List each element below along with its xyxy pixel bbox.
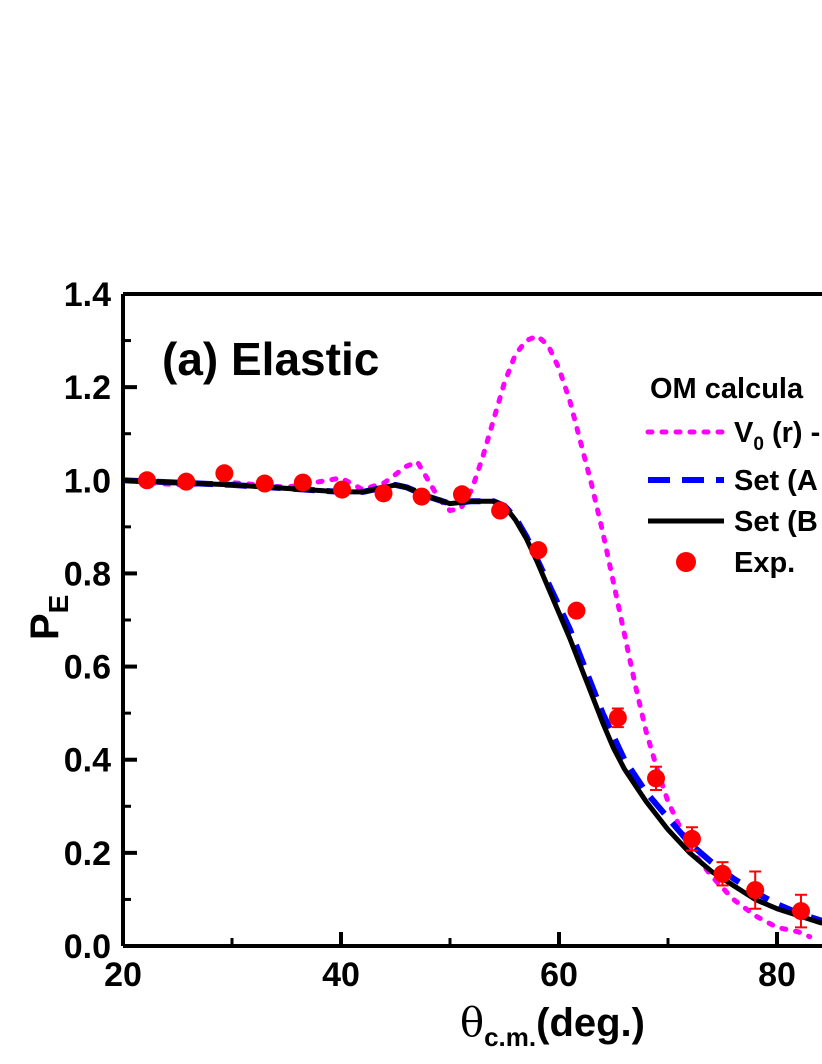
legend-label-v0: V0 (r) - [734,417,820,455]
exp-point [608,708,627,727]
exp-point [293,473,312,492]
series-line-solid [123,477,822,926]
exp-point [412,487,431,506]
exp-point [137,471,156,490]
series-layer [123,333,822,940]
y-tick-label: 1.4 [64,276,111,314]
panel-label: (a) Elastic [162,333,379,385]
y-tick-label: 0.4 [64,742,111,780]
y-tick-label: 0.6 [64,649,111,687]
exp-point [746,881,765,900]
experimental-points [137,464,810,929]
y-tick-label: 0.0 [64,928,111,966]
exp-point [215,464,234,483]
legend-label-set-b: Set (B [734,506,818,538]
x-tick-label: 20 [104,956,142,994]
exp-point [374,484,393,503]
y-axis-title: PE [23,595,74,640]
y-tick-label: 0.8 [64,555,111,593]
legend: OM calcula V0 (r) - Set (A Set (B Exp. [645,373,820,579]
x-tick-label: 60 [540,956,578,994]
exp-point [791,902,810,921]
series-line-dotted [123,333,813,940]
y-tick-label: 1.2 [64,369,111,407]
legend-label-set-a: Set (A [734,465,818,497]
tick-labels: 20 40 60 80 0.0 0.2 0.4 0.6 0.8 1.0 1.2 1.4 [64,276,796,994]
exp-point [713,864,732,883]
exp-point [333,480,352,499]
exp-point [177,472,196,491]
series-line-dashed [123,477,822,924]
legend-title: OM calcula [650,373,804,405]
legend-swatch-marker [676,552,696,572]
axis-ticks [121,292,779,948]
x-axis-title: θc.m.(deg.) [460,1000,645,1052]
legend-label-exp: Exp. [734,547,795,579]
y-tick-label: 0.2 [64,835,111,873]
exp-point [529,541,548,560]
y-tick-label: 1.0 [64,462,111,500]
x-tick-label: 40 [322,956,360,994]
exp-point [255,474,274,493]
exp-point [567,601,586,620]
x-tick-label: 80 [758,956,796,994]
exp-point [647,769,666,788]
exp-point [452,485,471,504]
exp-point [682,829,701,848]
exp-point [491,501,510,520]
